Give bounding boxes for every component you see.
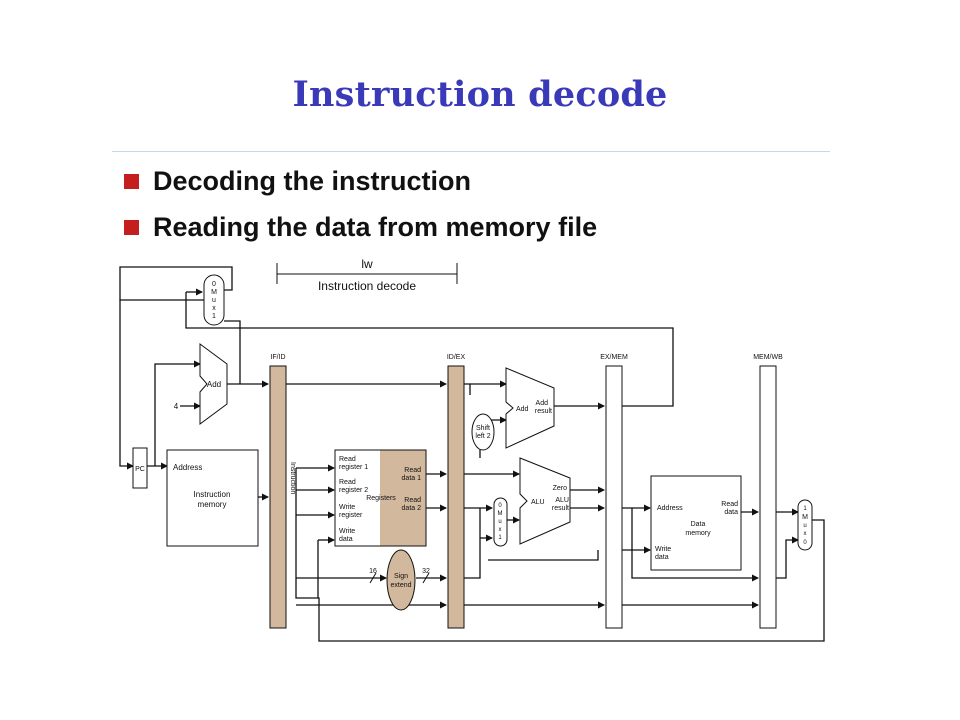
instruction-memory-address-label: Address	[173, 463, 202, 472]
mux-label: x	[212, 305, 216, 312]
pc-mux	[203, 274, 225, 326]
register-port-label: Write	[339, 528, 355, 535]
mux-label: M	[211, 289, 217, 296]
register-port-label: data	[339, 536, 353, 543]
register-port-label: register	[339, 512, 363, 519]
title-divider	[112, 151, 830, 152]
pc-adder	[199, 343, 228, 425]
branch-adder	[505, 367, 555, 449]
register-port-label: register 2	[339, 487, 368, 494]
instruction-memory-name: Instruction	[194, 490, 231, 499]
sign-extend-label: Sign	[394, 573, 408, 580]
bus-width-ticks	[369, 572, 430, 584]
pipeline-register-label: ID/EX	[447, 354, 466, 361]
mux-label: 1	[212, 313, 216, 320]
mux-label: 1	[803, 506, 807, 512]
sign-extend-output-bits: 32	[422, 568, 430, 575]
branch-adder-result-label: result	[535, 408, 552, 415]
data-memory-address-label: Address	[657, 505, 683, 512]
data-memory-write-label: data	[655, 554, 669, 561]
alu-result-label: ALU	[555, 497, 569, 504]
slide-title: Instruction decode	[292, 74, 668, 115]
sign-extend-unit	[386, 549, 416, 611]
branch-adder-label: Add	[516, 406, 529, 413]
mux-label: 0	[498, 503, 502, 509]
register-port-label: Write	[339, 504, 355, 511]
pipeline-register-label: EX/MEM	[600, 354, 628, 361]
branch-adder-result-label: Add	[536, 400, 549, 407]
data-memory-name: memory	[685, 530, 711, 537]
data-memory-name: Data	[691, 521, 706, 528]
mux-label: 0	[212, 281, 216, 288]
register-port-label: data 2	[402, 505, 422, 512]
mux-label: u	[498, 519, 501, 525]
adder-label: Add	[207, 380, 221, 389]
register-file-read-highlight	[380, 450, 426, 546]
register-port-label: register 1	[339, 464, 368, 471]
writeback-mux	[797, 499, 813, 551]
stage-bracket	[276, 263, 458, 284]
bracket-stage-label: Instruction decode	[318, 279, 416, 293]
data-memory-read-label: Read	[721, 501, 738, 508]
bullet-text: Reading the data from memory file	[153, 212, 598, 242]
mux-label: u	[212, 297, 216, 304]
register-file-name: Registers	[366, 495, 396, 502]
bracket-instruction-label: lw	[361, 257, 373, 271]
pc-label: PC	[135, 466, 145, 473]
instruction-memory-name: memory	[198, 500, 227, 509]
shift-label: Shift	[476, 425, 490, 432]
alu-label: ALU	[531, 499, 545, 506]
mem-wb-register	[759, 365, 777, 629]
register-port-label: Read	[339, 456, 356, 463]
bullet-text: Decoding the instruction	[153, 166, 472, 196]
bullet-square-icon	[124, 220, 139, 235]
register-port-label: data 1	[402, 475, 422, 482]
mux-label: M	[498, 511, 503, 517]
pipeline-register-label: IF/ID	[270, 354, 285, 361]
register-port-label: Read	[404, 467, 421, 474]
shift-left-unit	[471, 413, 495, 451]
data-memory-write-label: Write	[655, 546, 671, 553]
instruction-bus-label: Instruction	[289, 462, 296, 494]
constant-four-label: 4	[174, 402, 179, 411]
mux-label: 0	[803, 540, 807, 546]
shift-label: left 2	[475, 433, 490, 440]
alu-zero-label: Zero	[553, 485, 568, 492]
alu-src-mux	[493, 497, 508, 547]
pc-register	[132, 447, 148, 489]
instruction-memory	[166, 449, 259, 547]
bullet-square-icon	[124, 174, 139, 189]
mux-label: x	[499, 527, 502, 533]
data-memory	[650, 475, 742, 571]
sign-extend-input-bits: 16	[369, 568, 377, 575]
ex-mem-register	[605, 365, 623, 629]
register-port-label: Read	[404, 497, 421, 504]
pipeline-register-label: MEM/WB	[753, 354, 783, 361]
mux-label: 1	[498, 535, 502, 541]
sign-extend-label: extend	[390, 582, 411, 589]
mux-label: u	[803, 523, 806, 529]
mux-label: x	[804, 531, 807, 537]
id-ex-register	[447, 365, 465, 629]
mux-label: M	[802, 514, 808, 521]
datapath-wires	[119, 266, 825, 642]
register-port-label: Read	[339, 479, 356, 486]
data-memory-read-label: data	[724, 509, 738, 516]
if-id-register	[269, 365, 287, 629]
alu-result-label: result	[552, 505, 569, 512]
alu	[519, 457, 571, 545]
